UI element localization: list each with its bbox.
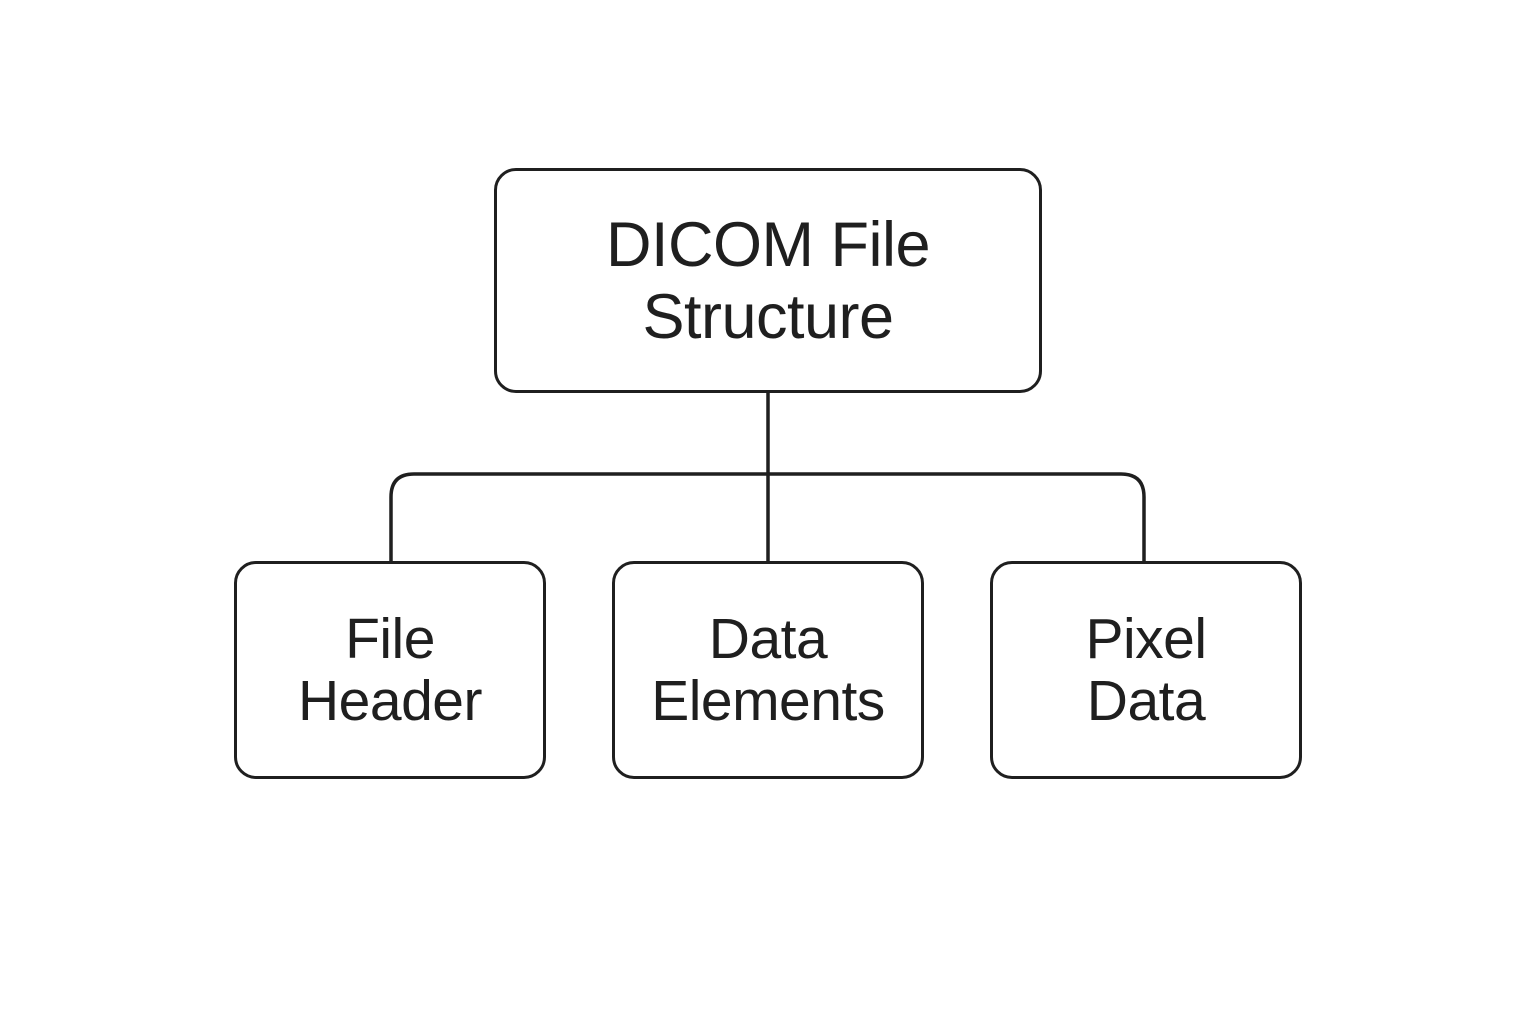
child-node-file-header: File Header — [234, 561, 546, 779]
child-node-label-line-1: File — [345, 607, 435, 671]
root-node-label-line-2: Structure — [642, 281, 894, 352]
child-node-label-line-1: Data — [708, 607, 828, 671]
connector-horizontal-branch — [389, 472, 1146, 561]
child-node-label-line-1: Pixel — [1085, 607, 1207, 671]
child-node-label-line-2: Elements — [651, 669, 885, 733]
root-node-label-line-1: DICOM File — [606, 209, 931, 280]
child-node-label-line-2: Data — [1086, 669, 1206, 733]
root-node-dicom-file-structure: DICOM File Structure — [494, 168, 1042, 393]
child-node-label-line-2: Header — [298, 669, 482, 733]
child-node-pixel-data: Pixel Data — [990, 561, 1302, 779]
child-node-data-elements: Data Elements — [612, 561, 924, 779]
